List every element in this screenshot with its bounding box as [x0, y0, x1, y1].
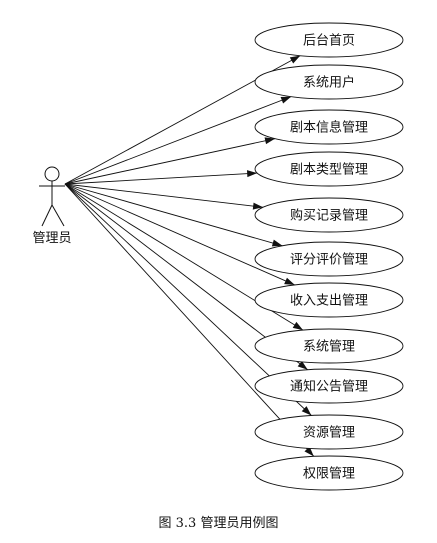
figure-caption: 图 3.3 管理员用例图	[158, 516, 279, 531]
actor-left-leg	[41, 204, 53, 227]
use-case-ellipse	[254, 64, 404, 100]
association-line	[64, 138, 276, 185]
use-case-ellipse	[254, 241, 404, 277]
use-case-ellipse	[254, 151, 404, 187]
use-case-node: 剧本信息管理	[254, 109, 404, 145]
association-line	[64, 183, 283, 247]
association-lines	[64, 55, 315, 457]
use-case-ellipse	[254, 282, 404, 318]
use-case-label: 后台首页	[303, 34, 355, 49]
use-case-node: 资源管理	[254, 414, 404, 450]
arrow-head	[301, 406, 312, 416]
use-case-label: 资源管理	[303, 426, 355, 441]
use-case-label: 收入支出管理	[290, 294, 368, 309]
use-case-ellipse	[254, 455, 404, 491]
association-line	[64, 183, 264, 208]
use-case-label: 剧本信息管理	[290, 120, 368, 136]
arrow-head	[280, 96, 292, 104]
use-case-ellipse	[254, 328, 404, 364]
actor-head	[44, 166, 60, 182]
use-case-node: 权限管理	[254, 455, 404, 491]
association-line	[64, 183, 295, 286]
use-case-label: 系统管理	[303, 340, 355, 355]
use-case-node: 通知公告管理	[254, 368, 404, 404]
use-case-ellipse	[254, 22, 404, 58]
use-case-node: 剧本类型管理	[254, 151, 404, 187]
actor-administrator: 管理员	[32, 166, 72, 246]
arrow-head	[246, 170, 258, 178]
arrow-head	[297, 360, 308, 370]
association-line	[64, 96, 292, 185]
use-case-node: 购买记录管理	[254, 197, 404, 233]
arrow-head	[264, 137, 276, 145]
arrow-head	[271, 239, 283, 247]
arrow-head	[289, 55, 301, 64]
use-case-node: 系统用户	[254, 64, 404, 100]
use-case-label: 通知公告管理	[290, 379, 368, 395]
use-case-nodes: 后台首页系统用户剧本信息管理剧本类型管理购买记录管理评分评价管理收入支出管理系统…	[254, 22, 404, 491]
arrow-head	[252, 202, 264, 210]
use-case-label: 购买记录管理	[290, 208, 368, 224]
use-case-label: 评分评价管理	[290, 253, 368, 268]
use-case-ellipse	[254, 197, 404, 233]
actor-right-leg	[51, 204, 65, 227]
use-case-node: 评分评价管理	[254, 241, 404, 277]
use-case-node: 系统管理	[254, 328, 404, 364]
use-case-ellipse	[254, 414, 404, 450]
arrow-head	[292, 321, 304, 331]
arrow-head	[284, 277, 295, 285]
use-case-ellipse	[254, 368, 404, 404]
use-case-node: 收入支出管理	[254, 282, 404, 318]
association-line	[64, 172, 258, 185]
use-case-label: 权限管理	[303, 466, 355, 482]
use-case-node: 后台首页	[254, 22, 404, 58]
use-case-label: 系统用户	[303, 75, 355, 91]
use-case-ellipse	[254, 109, 404, 145]
arrow-head	[304, 446, 314, 457]
use-case-label: 剧本类型管理	[290, 163, 368, 178]
actor-label: 管理员	[32, 231, 71, 246]
association-line	[64, 183, 315, 457]
